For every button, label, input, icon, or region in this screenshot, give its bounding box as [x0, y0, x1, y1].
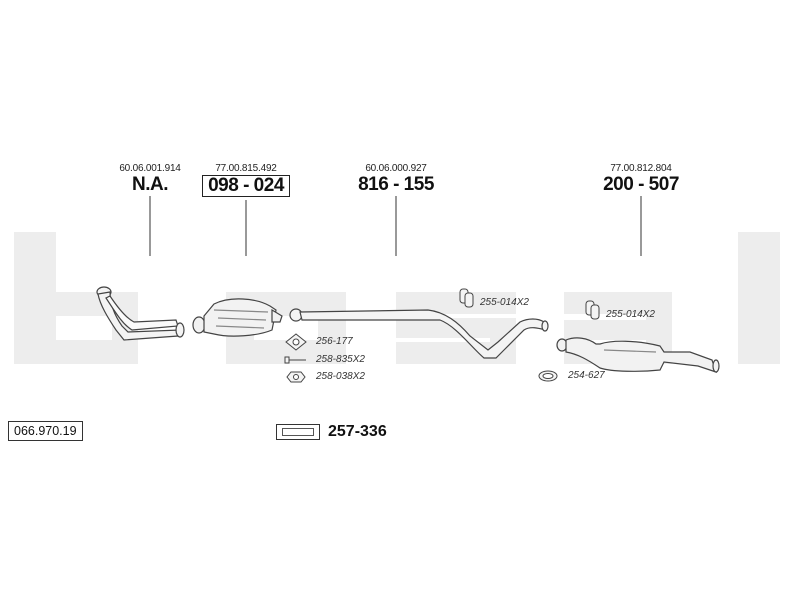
part-ref-rear-silencer: 77.00.812.804 200 - 507 — [571, 163, 711, 196]
bolt-label: 258-835X2 — [316, 354, 365, 365]
bosal-badge-icon — [276, 424, 320, 440]
mounting-kit-number: 257-336 — [328, 423, 387, 440]
middle-pipe-icon — [289, 308, 549, 359]
part-ref-front-pipe: 60.06.001.914 N.A. — [80, 163, 220, 196]
gasket-label: 256-177 — [316, 336, 353, 347]
clamp-icon — [538, 370, 558, 382]
catalog-reference: 066.970.19 — [8, 421, 83, 441]
catalytic-converter-icon — [192, 298, 283, 337]
mounting-kit: 257-336 — [276, 423, 387, 441]
oem-number: 60.06.000.927 — [365, 163, 427, 174]
hanger-icon — [585, 300, 600, 320]
part-number: 816 - 155 — [358, 174, 434, 195]
rear-silencer-icon — [556, 337, 720, 373]
clamp-label: 254-627 — [568, 370, 605, 381]
part-number-boxed: 098 - 024 — [202, 175, 290, 197]
gasket-icon — [285, 333, 307, 351]
nut-label: 258-038X2 — [316, 371, 365, 382]
oem-number: 77.00.815.492 — [215, 163, 277, 174]
part-number: N.A. — [132, 174, 169, 195]
part-ref-middle-pipe: 60.06.000.927 816 - 155 — [326, 163, 466, 196]
bolt-icon — [284, 356, 306, 364]
oem-number: 77.00.812.804 — [610, 163, 672, 174]
nut-icon — [286, 371, 306, 383]
hanger-icon — [459, 288, 474, 308]
part-number: 200 - 507 — [603, 174, 679, 195]
oem-number: 60.06.001.914 — [119, 163, 181, 174]
front-downpipe-icon — [96, 286, 185, 341]
part-ref-catalytic-converter: 77.00.815.492 098 - 024 — [176, 163, 316, 197]
hanger-label-mid: 255-014X2 — [480, 297, 529, 308]
hanger-label-rear: 255-014X2 — [606, 309, 655, 320]
